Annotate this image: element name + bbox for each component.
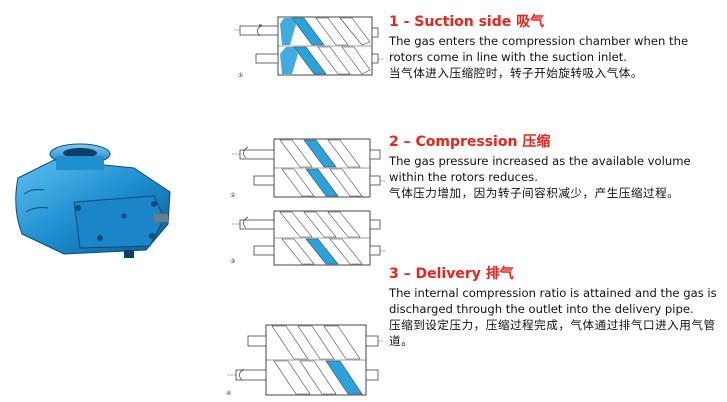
- rotor-pair-icon: [226, 322, 386, 400]
- step-chinese-text: 气体压力增加，因为转子间容积减少，产生压缩过程。: [389, 185, 725, 201]
- step-suction: 1 - Suction side 吸气 The gas enters the c…: [389, 14, 725, 81]
- step-english-text: The internal compression ratio is attain…: [389, 285, 725, 317]
- step-heading: 1 - Suction side 吸气: [389, 14, 725, 31]
- screw-compressor-image: [4, 138, 180, 270]
- rotor-pair-icon: [230, 208, 386, 270]
- rotor-pair-icon: [230, 136, 386, 202]
- figure-number: ①: [238, 72, 243, 79]
- step-chinese-text: 当气体进入压缩腔时，转子开始旋转吸入气体。: [389, 65, 725, 81]
- step-english-text: The gas enters the compression chamber w…: [389, 33, 725, 65]
- rotor-diagram-delivery: ④: [226, 322, 386, 400]
- step-compression: 2 – Compression 压缩 The gas pressure incr…: [389, 134, 725, 201]
- rotor-diagram-compression: ②: [230, 136, 386, 202]
- figure-number: ③: [230, 258, 235, 265]
- figure-number: ④: [226, 390, 231, 397]
- step-heading: 2 – Compression 压缩: [389, 134, 725, 151]
- rotor-pair-icon: [234, 14, 384, 80]
- step-english-text: The gas pressure increased as the availa…: [389, 153, 725, 185]
- figure-number: ②: [230, 192, 235, 199]
- step-delivery: 3 – Delivery 排气 The internal compression…: [389, 266, 725, 349]
- rotor-diagram-suction: ①: [234, 14, 384, 80]
- rotor-diagram-compression-2: ③: [230, 208, 386, 270]
- step-heading: 3 – Delivery 排气: [389, 266, 725, 283]
- step-chinese-text: 压缩到设定压力，压缩过程完成，气体通过排气口进入用气管道。: [389, 317, 725, 349]
